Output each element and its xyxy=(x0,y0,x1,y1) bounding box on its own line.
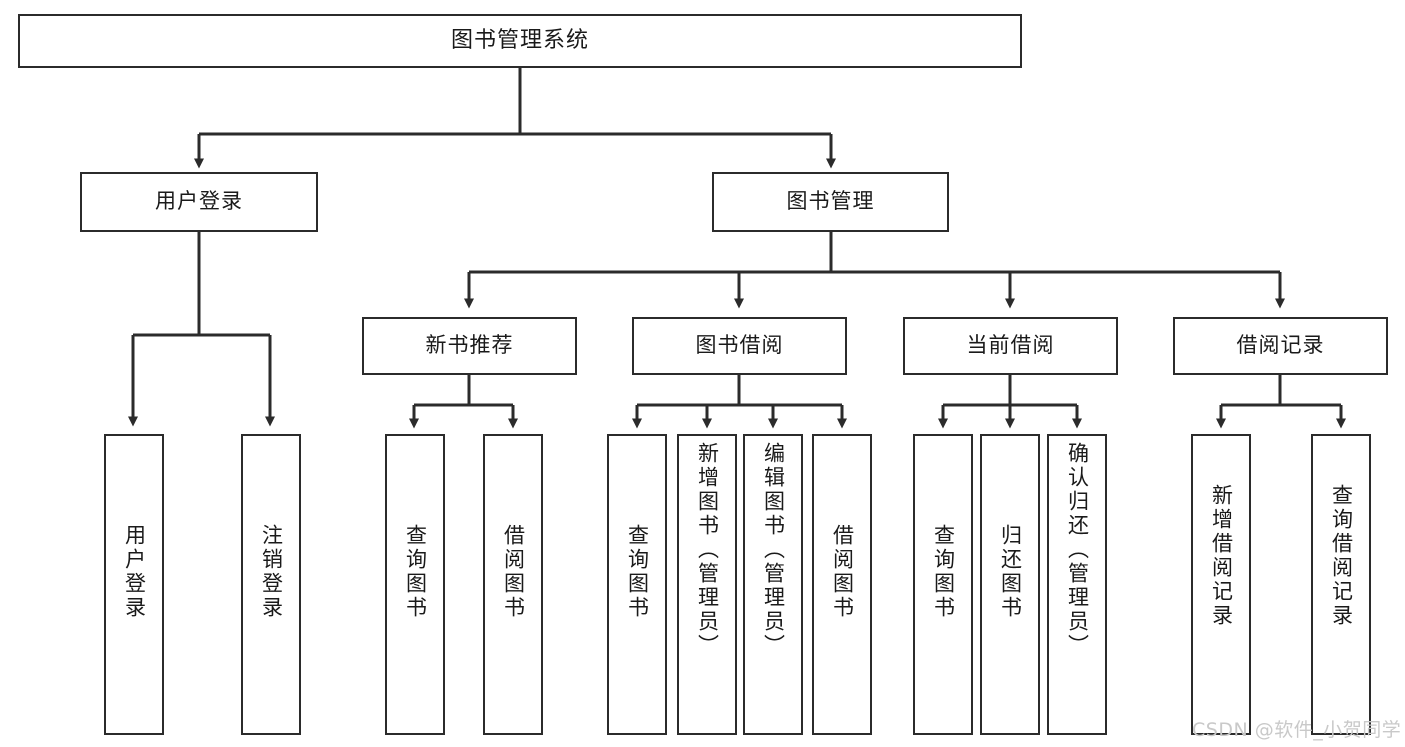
node-label: 借阅图书 xyxy=(501,524,526,620)
node-label: 图书管理 xyxy=(786,189,875,214)
node-label: 新增图书（管理员） xyxy=(695,442,720,658)
node-label: 借阅记录 xyxy=(1236,333,1325,358)
node-label: 用户登录 xyxy=(155,189,243,214)
leaf-confirm-return-admin[interactable]: 确认归还（管理员） xyxy=(1047,434,1107,735)
leaf-borrow-book-recommend[interactable]: 借阅图书 xyxy=(483,434,543,735)
node-label: 图书管理系统 xyxy=(450,27,589,53)
node-label: 确认归还（管理员） xyxy=(1065,442,1090,658)
node-borrow-record[interactable]: 借阅记录 xyxy=(1173,317,1388,375)
leaf-query-book-borrow[interactable]: 查询图书 xyxy=(607,434,667,735)
node-current-borrow[interactable]: 当前借阅 xyxy=(903,317,1118,375)
node-label: 查询图书 xyxy=(625,524,650,620)
node-label: 当前借阅 xyxy=(966,333,1055,358)
leaf-add-book-admin[interactable]: 新增图书（管理员） xyxy=(677,434,737,735)
node-label: 图书借阅 xyxy=(695,333,784,358)
node-label: 新书推荐 xyxy=(425,333,514,358)
leaf-return-book[interactable]: 归还图书 xyxy=(980,434,1040,735)
node-label: 用户登录 xyxy=(122,524,147,620)
leaf-user-login[interactable]: 用户登录 xyxy=(104,434,164,735)
leaf-edit-book-admin[interactable]: 编辑图书（管理员） xyxy=(743,434,803,735)
leaf-query-borrow-record[interactable]: 查询借阅记录 xyxy=(1311,434,1371,735)
leaf-add-borrow-record[interactable]: 新增借阅记录 xyxy=(1191,434,1251,735)
node-label: 借阅图书 xyxy=(830,524,855,620)
leaf-query-book-current[interactable]: 查询图书 xyxy=(913,434,973,735)
leaf-query-book-recommend[interactable]: 查询图书 xyxy=(385,434,445,735)
node-label: 查询图书 xyxy=(403,524,428,620)
node-label: 归还图书 xyxy=(998,524,1023,620)
node-book-borrow[interactable]: 图书借阅 xyxy=(632,317,847,375)
node-label: 注销登录 xyxy=(259,524,284,620)
node-label: 编辑图书（管理员） xyxy=(761,442,786,658)
leaf-logout[interactable]: 注销登录 xyxy=(241,434,301,735)
leaf-borrow-book[interactable]: 借阅图书 xyxy=(812,434,872,735)
node-user-login[interactable]: 用户登录 xyxy=(80,172,318,232)
node-root-system[interactable]: 图书管理系统 xyxy=(18,14,1022,68)
node-label: 新增借阅记录 xyxy=(1209,484,1234,628)
node-label: 查询图书 xyxy=(931,524,956,620)
node-book-management[interactable]: 图书管理 xyxy=(712,172,949,232)
node-label: 查询借阅记录 xyxy=(1329,484,1354,628)
node-new-book-recommend[interactable]: 新书推荐 xyxy=(362,317,577,375)
